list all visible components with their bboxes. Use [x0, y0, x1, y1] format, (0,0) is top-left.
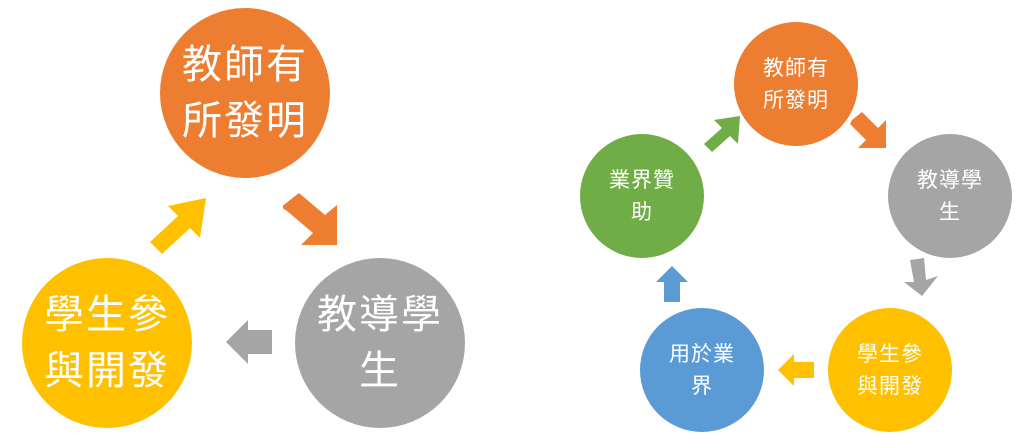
node-label-line1: 教導學 — [317, 292, 443, 338]
node-label-line2: 所發明 — [182, 98, 308, 144]
right-arrow-invention-to-teach — [850, 112, 886, 148]
node-label-line1: 業界贊 — [609, 168, 675, 192]
right-node-teacher-invention: 教師有 所發明 — [734, 22, 858, 146]
right-arrow-teach-to-student — [904, 258, 938, 296]
left-arrow-student-to-invention — [150, 198, 206, 254]
left-arrow-invention-to-teach — [283, 193, 337, 245]
node-label-line2: 助 — [631, 200, 653, 224]
right-node-teach-students: 教導學 生 — [888, 134, 1012, 258]
node-label-line2: 界 — [691, 374, 713, 398]
node-label-line1: 教師有 — [763, 56, 829, 80]
node-label-line2: 與開發 — [857, 374, 923, 398]
right-node-industry-sponsorship: 業界贊 助 — [580, 134, 704, 258]
right-arrow-student-to-industry — [778, 354, 814, 386]
right-arrow-sponsorship-to-invention — [704, 116, 740, 152]
node-label-line1: 學生參 — [44, 292, 170, 338]
left-arrow-teach-to-student — [226, 320, 272, 364]
right-node-industry-use: 用於業 界 — [640, 308, 764, 432]
node-label-line1: 教師有 — [182, 42, 308, 88]
right-arrow-industry-to-sponsorship — [656, 266, 688, 302]
left-node-student-participation: 學生參 與開發 — [22, 258, 192, 428]
left-node-teach-students: 教導學 生 — [295, 258, 465, 428]
node-label-line1: 用於業 — [669, 342, 735, 366]
right-node-student-participation: 學生參 與開發 — [828, 308, 952, 432]
node-label-line2: 與開發 — [44, 348, 170, 394]
node-label-line1: 學生參 — [857, 342, 923, 366]
node-label-line2: 所發明 — [763, 88, 829, 112]
left-node-teacher-invention: 教師有 所發明 — [160, 8, 330, 178]
node-label-line2: 生 — [359, 348, 401, 394]
node-label-line2: 生 — [939, 200, 961, 224]
node-label-line1: 教導學 — [917, 168, 983, 192]
